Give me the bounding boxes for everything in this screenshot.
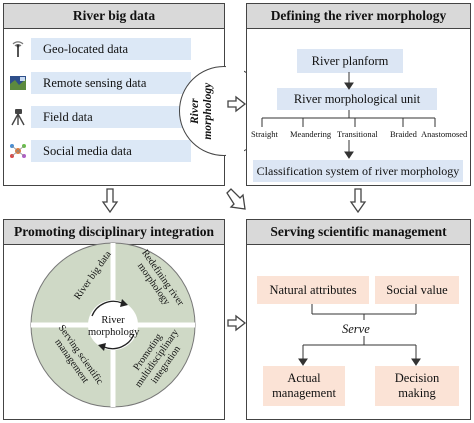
list-item-field-data: Field data (31, 106, 191, 128)
type-meandering: Meandering (290, 129, 332, 139)
arrow-promoting-to-serving (227, 314, 247, 332)
panel-title: Serving scientific management (247, 220, 470, 245)
arrow-defining-to-serving (349, 188, 367, 214)
arrow-big-data-to-serving-diagonal (226, 188, 246, 210)
morphological-unit-box: River morphological unit (277, 88, 437, 110)
social-network-icon (10, 144, 26, 158)
panel-gap-cover (226, 40, 244, 180)
list-item-social-media: Social media data (31, 140, 191, 162)
panel-river-big-data: River big data Geo-located data Remote s… (3, 3, 269, 186)
panel-title: River big data (4, 4, 224, 29)
serving-connectors (298, 304, 421, 366)
type-braided: Braided (390, 129, 417, 139)
natural-attributes-box: Natural attributes (257, 276, 369, 304)
panel-title: Promoting disciplinary integration (4, 220, 224, 245)
panel-title: Defining the river morphology (247, 4, 470, 29)
circle-center-label: River morphology (88, 315, 140, 338)
antenna-icon (12, 41, 24, 57)
type-straight: Straight (251, 129, 278, 139)
surveying-tripod-icon (11, 109, 25, 126)
serve-label: Serve (342, 322, 370, 336)
arrow-big-data-to-promoting (101, 188, 119, 214)
arrow-big-data-to-defining (227, 95, 247, 113)
river-planform-box: River planform (297, 49, 403, 73)
social-value-box: Social value (375, 276, 459, 304)
panel-serving-management: Serving scientific management Natural at… (246, 219, 471, 420)
satellite-image-icon (10, 76, 26, 90)
panel-defining-morphology: Defining the river morphology River plan… (246, 3, 471, 186)
decision-making-box: Decision making (375, 366, 459, 406)
actual-management-box: Actual management (263, 366, 345, 406)
classification-box: Classification system of river morpholog… (253, 160, 463, 182)
list-item-remote-sensing: Remote sensing data (31, 72, 191, 94)
type-anastomosed: Anastomosed (421, 129, 468, 139)
type-transitional: Transitional (337, 129, 378, 139)
integration-circle (30, 242, 196, 408)
defining-connectors (261, 72, 436, 159)
list-item-geo-located: Geo-located data (31, 38, 191, 60)
